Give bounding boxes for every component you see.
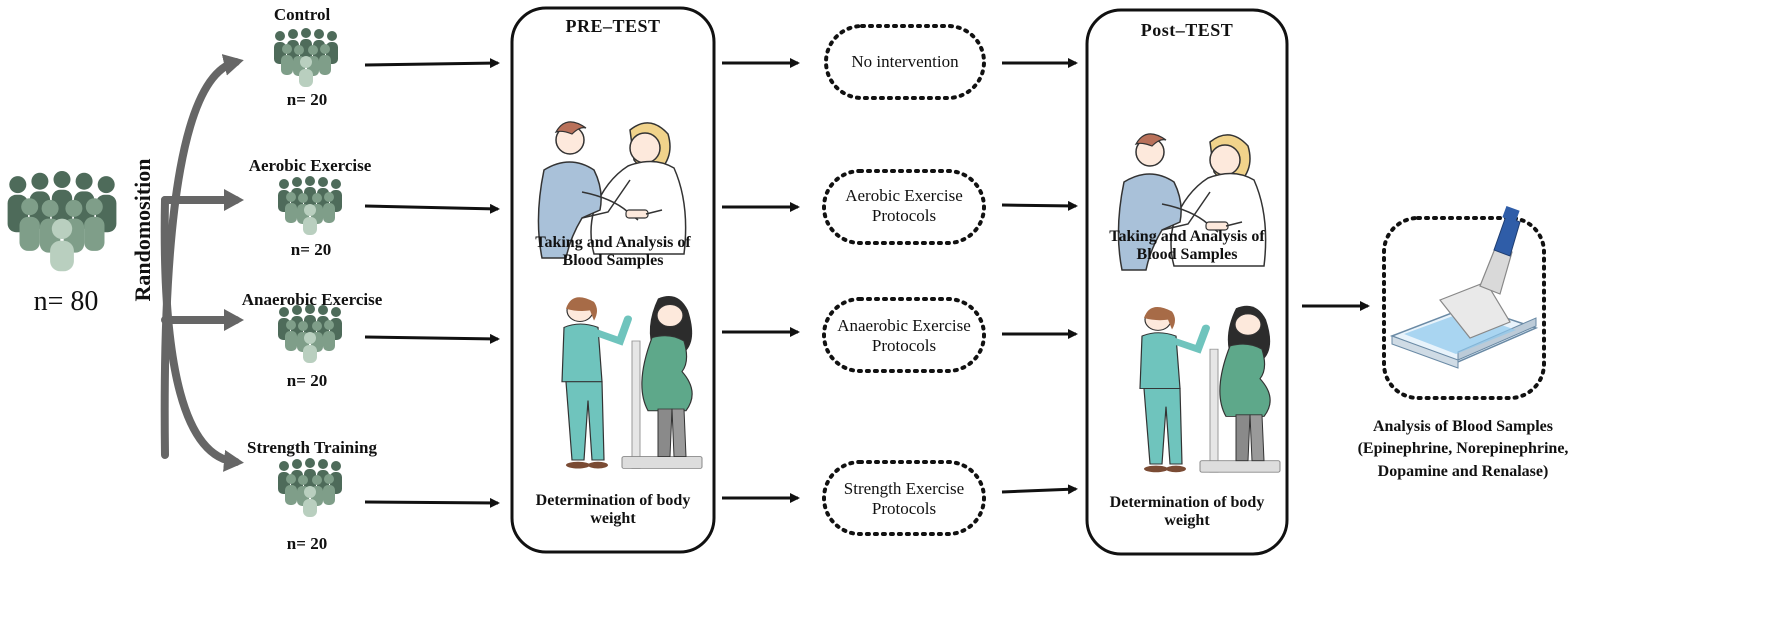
posttest-blood-caption: Taking and Analysis of Blood Samples <box>1109 228 1265 264</box>
group-control-n: n= 20 <box>286 90 328 109</box>
randomization-arrows <box>160 54 244 472</box>
arrow-aerobic-to-pretest <box>364 203 500 214</box>
posttest-box <box>1085 8 1289 556</box>
group-anaerobic-n: n= 20 <box>286 371 328 390</box>
arrow-strength-to-pretest <box>364 497 500 508</box>
intervention-anaerobic-label: Anaerobic Exercise Protocols <box>837 316 971 355</box>
analysis-caption: Analysis of Blood Samples (Epinephrine, … <box>1357 418 1569 480</box>
group-control-crowd-icon <box>274 28 338 87</box>
group-aerobic-n: n= 20 <box>290 240 332 259</box>
group-control-title: Control <box>273 5 331 24</box>
group-strength-crowd-icon <box>278 458 342 517</box>
posttest-body-weight-illustration <box>1140 306 1280 472</box>
pretest-blood-caption: Taking and Analysis of Blood Samples <box>535 234 691 270</box>
group-strength-title: Strength Training <box>247 438 377 457</box>
randomization-label-wrap: Randomosition <box>128 150 158 310</box>
intervention-no-intervention-label: No intervention <box>851 52 959 71</box>
population-count-label: n= 80 <box>33 286 99 317</box>
population-crowd-icon <box>7 171 117 272</box>
randomization-label: Randomosition <box>130 158 155 302</box>
arrow-control-to-pretest <box>364 58 500 69</box>
group-anaerobic-crowd-icon <box>278 304 342 363</box>
arrow-to-control <box>160 54 244 459</box>
pretest-weight-caption: Determination of body weight <box>535 492 691 528</box>
pill-anaerobic-protocol <box>822 297 986 373</box>
pill-no-intervention <box>824 24 986 100</box>
pipette-microplate-icon <box>1389 205 1539 369</box>
pill-strength-protocol <box>822 460 986 536</box>
posttest-weight-caption: Determination of body weight <box>1109 494 1265 530</box>
pretest-box <box>510 6 716 554</box>
intervention-strength-label: Strength Exercise Protocols <box>843 479 965 518</box>
group-anaerobic-title: Anaerobic Exercise <box>241 290 383 309</box>
posttest-title: Post–TEST <box>1140 20 1234 40</box>
arrow-anaerobic-to-pretest <box>364 333 500 344</box>
group-aerobic-title: Aerobic Exercise <box>248 156 372 175</box>
pill-aerobic-protocol <box>822 169 986 245</box>
arrow-strength-protocol-to-posttest <box>1001 484 1078 495</box>
group-strength-n: n= 20 <box>286 534 328 553</box>
arrow-aerobic-protocol-to-posttest <box>1001 200 1078 211</box>
intervention-aerobic-label: Aerobic Exercise Protocols <box>845 186 963 225</box>
group-aerobic-crowd-icon <box>278 176 342 235</box>
arrow-to-strength <box>160 196 244 472</box>
pretest-body-weight-illustration <box>562 296 702 469</box>
analysis-box <box>1382 216 1546 400</box>
pretest-title: PRE–TEST <box>565 16 661 36</box>
